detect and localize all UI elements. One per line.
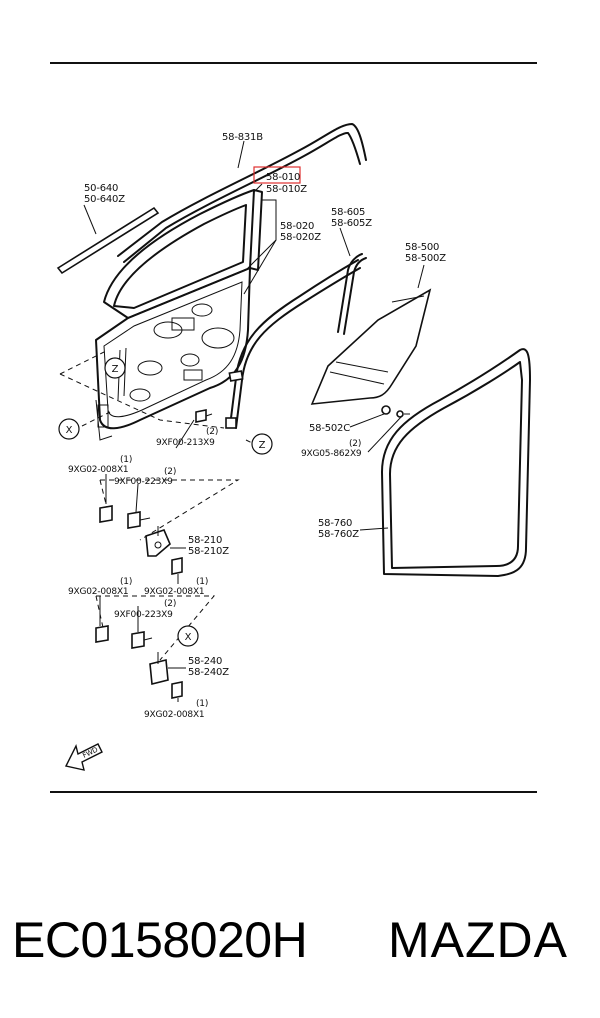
label-lower-hinge-2: 58-240Z: [188, 667, 229, 678]
glass-bolt: [381, 405, 410, 418]
fwd-arrow-icon: FWD: [64, 743, 103, 771]
label-glass-run-2: 58-605Z: [331, 218, 372, 229]
label-upper-hinge-1: 58-210: [188, 535, 222, 546]
label-door-bolt-code: 9XF00-213X9: [156, 438, 215, 448]
label-lower-bolt-b-qty: (1): [196, 699, 208, 709]
ref-marker-z-bottom: Z: [251, 433, 273, 455]
label-glass-1: 58-500: [405, 242, 439, 253]
door-bolt: [195, 409, 213, 423]
label-glass-2: 58-500Z: [405, 253, 446, 264]
upper-hinge-assembly: [99, 505, 183, 575]
label-glass-bolt: 58-502C: [309, 423, 350, 434]
label-lower-bolt-a-code: 9XG02-008X1: [68, 587, 128, 597]
label-upper-bolt-b-qty: (1): [196, 577, 208, 587]
caption-bar: EC0158020H MAZDA: [0, 905, 600, 975]
label-upper-screw-code: 9XF00-223X9: [114, 477, 173, 487]
label-door-seal-1: 58-760: [318, 518, 352, 529]
label-glass-run-1: 58-605: [331, 207, 365, 218]
door-parts-diagram: Z Z X X FWD 58-831B 50-640 50-640Z 58-01…: [50, 62, 537, 793]
top-weatherstrip: [117, 123, 367, 263]
ref-x-left-label: X: [66, 425, 73, 436]
label-belt-outer-1: 50-640: [84, 183, 118, 194]
label-weatherstrip-2: 58-020Z: [280, 232, 321, 243]
label-upper-bolt-b-code: 9XG02-008X1: [144, 587, 204, 597]
leader-lines: [83, 140, 425, 702]
glass-run-channel: [337, 253, 367, 335]
brand-name: MAZDA: [388, 912, 568, 968]
label-glass-bolt-code: 9XG05-862X9: [301, 449, 362, 459]
label-upper-screw-qty: (2): [164, 467, 176, 477]
door-window-frame: [103, 189, 263, 319]
ref-x-hinge-label: X: [185, 632, 192, 643]
label-lower-bolt-a-qty: (1): [120, 577, 132, 587]
label-door-panel-2: 58-010Z: [266, 184, 307, 195]
ref-marker-z-top: Z: [104, 357, 126, 379]
door-opening-seal: [381, 348, 531, 577]
ref-z-top-label: Z: [112, 364, 119, 375]
label-top-weatherstrip: 58-831B: [222, 132, 263, 143]
door-inner-panel: [95, 267, 251, 441]
label-glass-bolt-qty: (2): [349, 439, 361, 449]
label-lower-screw-qty: (2): [164, 599, 176, 609]
door-glass: [310, 288, 432, 405]
lower-hinge-assembly: [95, 625, 183, 699]
belt-molding: [56, 206, 160, 275]
label-door-bolt-qty: (2): [206, 427, 218, 437]
part-number: EC0158020H: [12, 912, 308, 968]
label-weatherstrip-1: 58-020: [280, 221, 314, 232]
door-weatherstrip: [225, 259, 361, 429]
label-upper-bolt-a-code: 9XG02-008X1: [68, 465, 128, 475]
label-door-seal-2: 58-760Z: [318, 529, 359, 540]
label-lower-screw-code: 9XF00-223X9: [114, 610, 173, 620]
label-belt-outer-2: 50-640Z: [84, 194, 125, 205]
ref-marker-x-left: X: [58, 418, 80, 440]
highlight-box: [253, 166, 301, 184]
ref-z-bottom-label: Z: [259, 440, 266, 451]
label-upper-hinge-2: 58-210Z: [188, 546, 229, 557]
label-lower-bolt-b-code: 9XG02-008X1: [144, 710, 204, 720]
label-upper-bolt-a-qty: (1): [120, 455, 132, 465]
ref-marker-x-hinge: X: [177, 625, 199, 647]
label-door-panel-1: 58-010: [266, 172, 300, 183]
label-lower-hinge-1: 58-240: [188, 656, 222, 667]
